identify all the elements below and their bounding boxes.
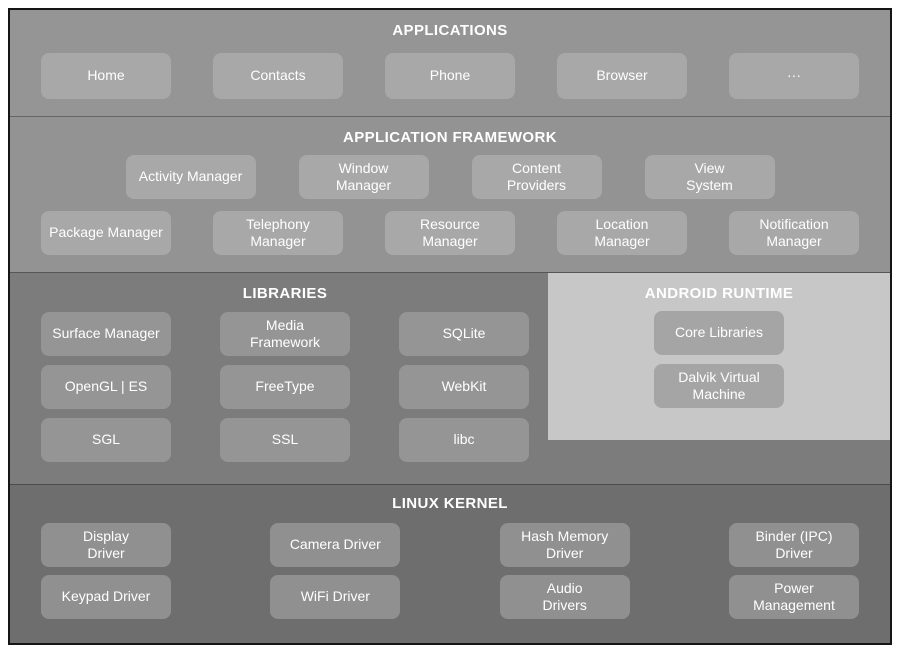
diagram-frame: APPLICATIONS Home Contacts Phone Browser…: [8, 8, 892, 645]
node-sqlite: SQLite: [399, 312, 529, 356]
kernel-band: LINUX KERNEL Display Driver Camera Drive…: [10, 484, 890, 643]
node-binder-ipc-driver: Binder (IPC) Driver: [728, 523, 859, 567]
node-browser: Browser: [557, 53, 687, 99]
libraries-title: LIBRARIES: [242, 285, 328, 302]
node-content-providers: Content Providers: [471, 155, 602, 199]
node-sgl: SGL: [41, 418, 171, 462]
node-webkit: WebKit: [399, 365, 529, 409]
node-contacts: Contacts: [213, 53, 343, 99]
node-dalvik-vm: Dalvik Virtual Machine: [654, 364, 784, 408]
node-phone: Phone: [385, 53, 515, 99]
applications-title: APPLICATIONS: [392, 22, 508, 39]
kernel-title: LINUX KERNEL: [392, 495, 508, 512]
libraries-row-3: SGL SSL libc: [10, 418, 560, 462]
framework-row-2: Package Manager Telephony Manager Resour…: [10, 211, 890, 255]
node-home: Home: [41, 53, 171, 99]
libraries-runtime-band: LIBRARIES Surface Manager Media Framewor…: [10, 272, 890, 484]
node-window-manager: Window Manager: [298, 155, 429, 199]
applications-band: APPLICATIONS Home Contacts Phone Browser…: [10, 10, 890, 116]
node-keypad-driver: Keypad Driver: [41, 575, 171, 619]
kernel-row-1: Display Driver Camera Driver Hash Memory…: [10, 523, 890, 567]
framework-band: APPLICATION FRAMEWORK Activity Manager W…: [10, 116, 890, 272]
node-resource-manager: Resource Manager: [385, 211, 515, 255]
framework-title: APPLICATION FRAMEWORK: [343, 129, 557, 146]
applications-row: Home Contacts Phone Browser ···: [10, 53, 890, 99]
node-ssl: SSL: [220, 418, 350, 462]
node-more: ···: [729, 53, 859, 99]
node-view-system: View System: [644, 155, 775, 199]
node-freetype: FreeType: [220, 365, 350, 409]
node-surface-manager: Surface Manager: [41, 312, 171, 356]
node-activity-manager: Activity Manager: [125, 155, 256, 199]
node-media-framework: Media Framework: [220, 312, 350, 356]
node-telephony-manager: Telephony Manager: [213, 211, 343, 255]
node-libc: libc: [399, 418, 529, 462]
libraries-row-2: OpenGL | ES FreeType WebKit: [10, 365, 560, 409]
node-wifi-driver: WiFi Driver: [270, 575, 401, 619]
libraries-area: LIBRARIES Surface Manager Media Framewor…: [10, 273, 560, 485]
runtime-title: ANDROID RUNTIME: [644, 285, 794, 302]
node-core-libraries: Core Libraries: [654, 311, 784, 355]
android-runtime-panel: ANDROID RUNTIME Core Libraries Dalvik Vi…: [548, 273, 890, 440]
kernel-row-2: Keypad Driver WiFi Driver Audio Drivers …: [10, 575, 890, 619]
node-hash-memory-driver: Hash Memory Driver: [499, 523, 630, 567]
node-opengl-es: OpenGL | ES: [41, 365, 171, 409]
framework-row-1: Activity Manager Window Manager Content …: [10, 155, 890, 199]
node-camera-driver: Camera Driver: [270, 523, 401, 567]
node-package-manager: Package Manager: [41, 211, 171, 255]
node-power-management: Power Management: [728, 575, 859, 619]
node-location-manager: Location Manager: [557, 211, 687, 255]
node-notification-manager: Notification Manager: [729, 211, 859, 255]
node-audio-drivers: Audio Drivers: [499, 575, 630, 619]
libraries-row-1: Surface Manager Media Framework SQLite: [10, 312, 560, 356]
node-display-driver: Display Driver: [41, 523, 171, 567]
